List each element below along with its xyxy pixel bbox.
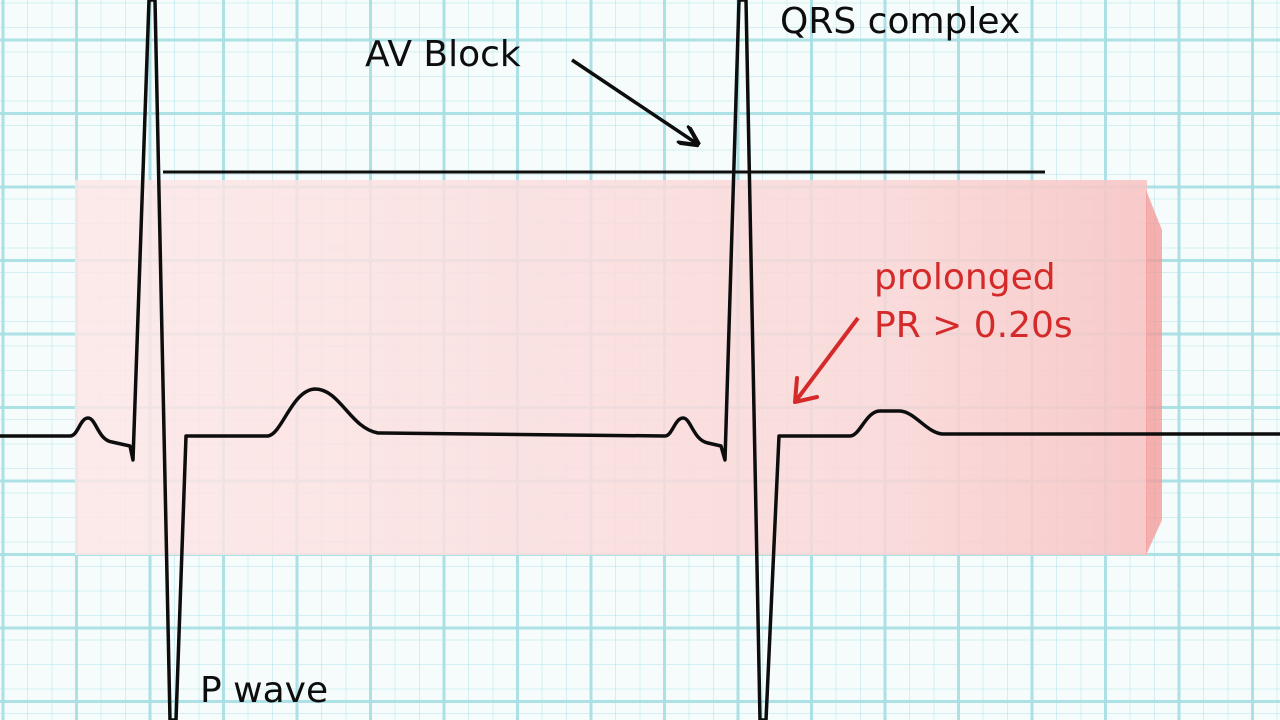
qrs-complex-label: QRS complex [780,1,1020,42]
p-wave-label: P wave [200,670,328,711]
prolonged-label: prolonged [874,257,1056,298]
prolonged-pr-arrow [793,316,860,404]
pr-interval-highlight [75,180,1147,555]
av-block-arrow [571,58,696,143]
av-block-label: AV Block [365,34,521,75]
prolonged-pr-arrowhead [793,376,819,404]
highlight-right-edge [1146,190,1162,555]
pr-duration-label: PR > 0.20s [874,305,1073,346]
